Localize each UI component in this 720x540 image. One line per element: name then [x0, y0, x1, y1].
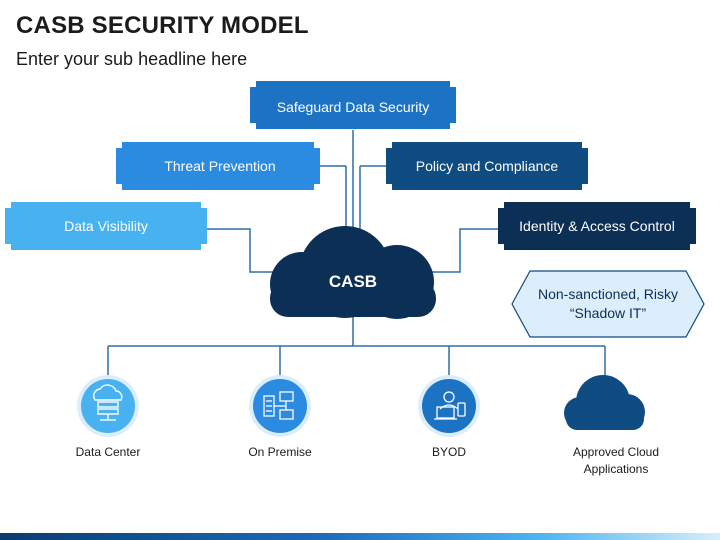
casb-label: CASB [329, 272, 377, 291]
byod-label: BYOD [432, 445, 466, 459]
identity-access-label: Identity & Access Control [519, 218, 675, 234]
data-center-node: Data Center [76, 375, 141, 459]
byod-icon [434, 391, 466, 420]
policy-compliance-label: Policy and Compliance [416, 158, 559, 174]
data-center-label: Data Center [76, 445, 141, 459]
threat-prevention-box: Threat Prevention [116, 142, 320, 190]
identity-access-box: Identity & Access Control [498, 202, 696, 250]
policy-compliance-box: Policy and Compliance [386, 142, 588, 190]
shadow-it-line1: Non-sanctioned, Risky [538, 286, 678, 302]
casb-cloud: CASB [270, 226, 436, 319]
bottom-accent-bar [0, 533, 720, 540]
page-subtitle: Enter your sub headline here [16, 49, 248, 69]
cloud-icon [564, 375, 645, 430]
on-premise-icon [263, 391, 294, 420]
data-visibility-label: Data Visibility [64, 218, 148, 234]
shadow-it-badge: Non-sanctioned, Risky “Shadow IT” [511, 270, 705, 338]
on-premise-label: On Premise [248, 445, 312, 459]
connector-lines [107, 130, 606, 378]
shadow-it-line2: “Shadow IT” [570, 305, 647, 321]
safeguard-data-security-box: Safeguard Data Security [250, 81, 456, 129]
data-visibility-box: Data Visibility [5, 202, 207, 250]
data-center-icon [93, 384, 123, 421]
on-premise-node: On Premise [248, 375, 312, 459]
approved-cloud-node: Approved Cloud Applications [564, 375, 659, 476]
approved-cloud-label-line1: Approved Cloud [573, 445, 659, 459]
approved-cloud-label-line2: Applications [584, 462, 649, 476]
safeguard-data-security-label: Safeguard Data Security [277, 99, 430, 115]
threat-prevention-label: Threat Prevention [164, 158, 275, 174]
page-title: CASB SECURITY MODEL [16, 12, 309, 39]
byod-node: BYOD [418, 375, 480, 459]
